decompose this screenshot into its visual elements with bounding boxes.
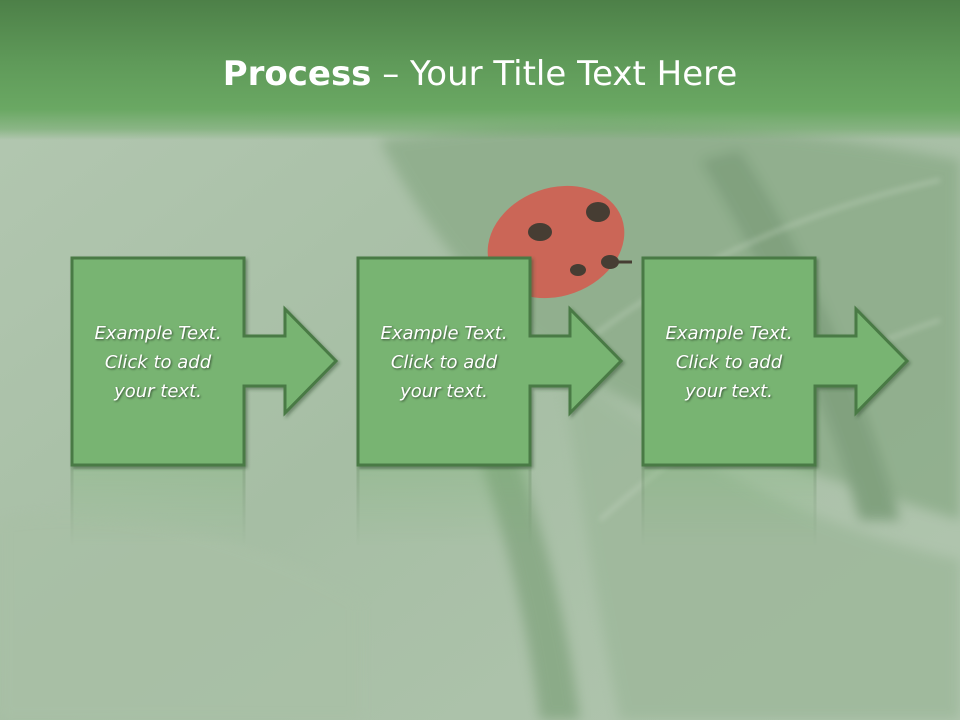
step-1-shape[interactable] [70, 256, 339, 467]
step-3-shape[interactable] [641, 256, 910, 467]
title-bold-text: Process [222, 54, 372, 94]
title-rest-text: – Your Title Text Here [371, 54, 738, 94]
step-3-text-box[interactable]: Example Text. Click to add your text. [643, 258, 815, 466]
slide-title[interactable]: Process – Your Title Text Here [0, 50, 960, 98]
step-2-text: Example Text. Click to add your text. [380, 322, 508, 402]
title-band [0, 0, 960, 140]
step-2-text-box[interactable]: Example Text. Click to add your text. [358, 258, 530, 466]
step-1-text-box[interactable]: Example Text. Click to add your text. [72, 258, 244, 466]
step-2-shape[interactable] [356, 256, 624, 467]
step-3-text: Example Text. Click to add your text. [665, 322, 793, 402]
step-1-text: Example Text. Click to add your text. [94, 322, 222, 402]
